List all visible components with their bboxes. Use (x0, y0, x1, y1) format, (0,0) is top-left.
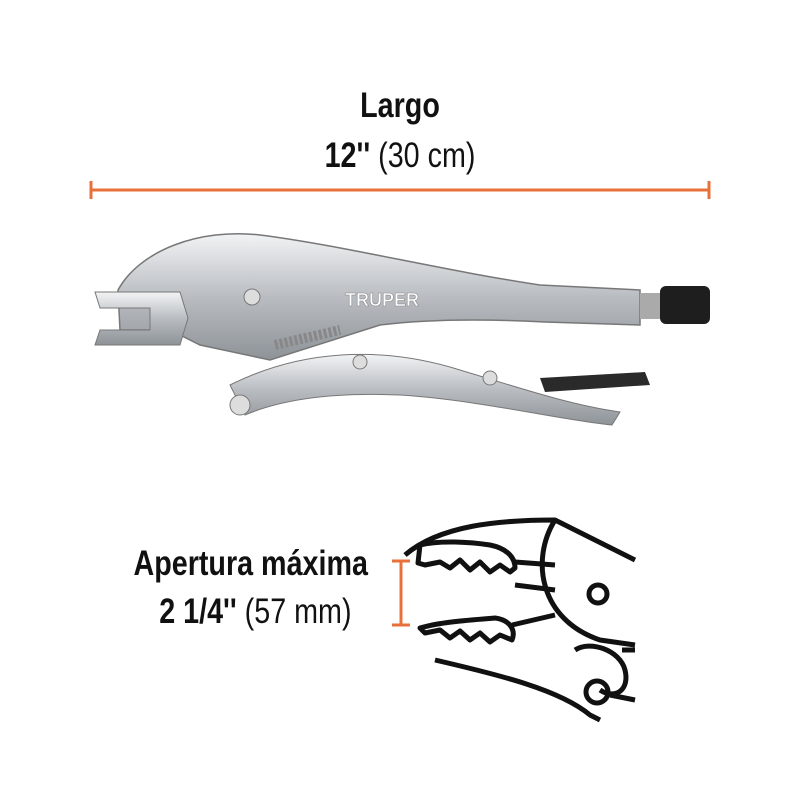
length-inches: 12'' (324, 136, 371, 175)
length-value: 12'' (30 cm) (72, 136, 728, 176)
length-dimension-line (89, 181, 711, 199)
pivot-rivet-icon (586, 582, 610, 606)
jaw-line-drawing (403, 517, 637, 723)
length-cm: (30 cm) (378, 136, 476, 175)
opening-inches: 2 1/4'' (159, 592, 238, 631)
locking-pliers-photo: TRUPER (94, 232, 710, 426)
length-label: Largo (360, 86, 440, 125)
truper-logo: TRUPER (345, 290, 419, 310)
opening-dimension-line (392, 559, 410, 627)
opening-value: 2 1/4'' (57 mm) (160, 592, 352, 632)
lower-rivet-icon (583, 678, 611, 706)
opening-label: Apertura máxima (133, 544, 368, 583)
opening-mm: (57 mm) (245, 592, 352, 631)
